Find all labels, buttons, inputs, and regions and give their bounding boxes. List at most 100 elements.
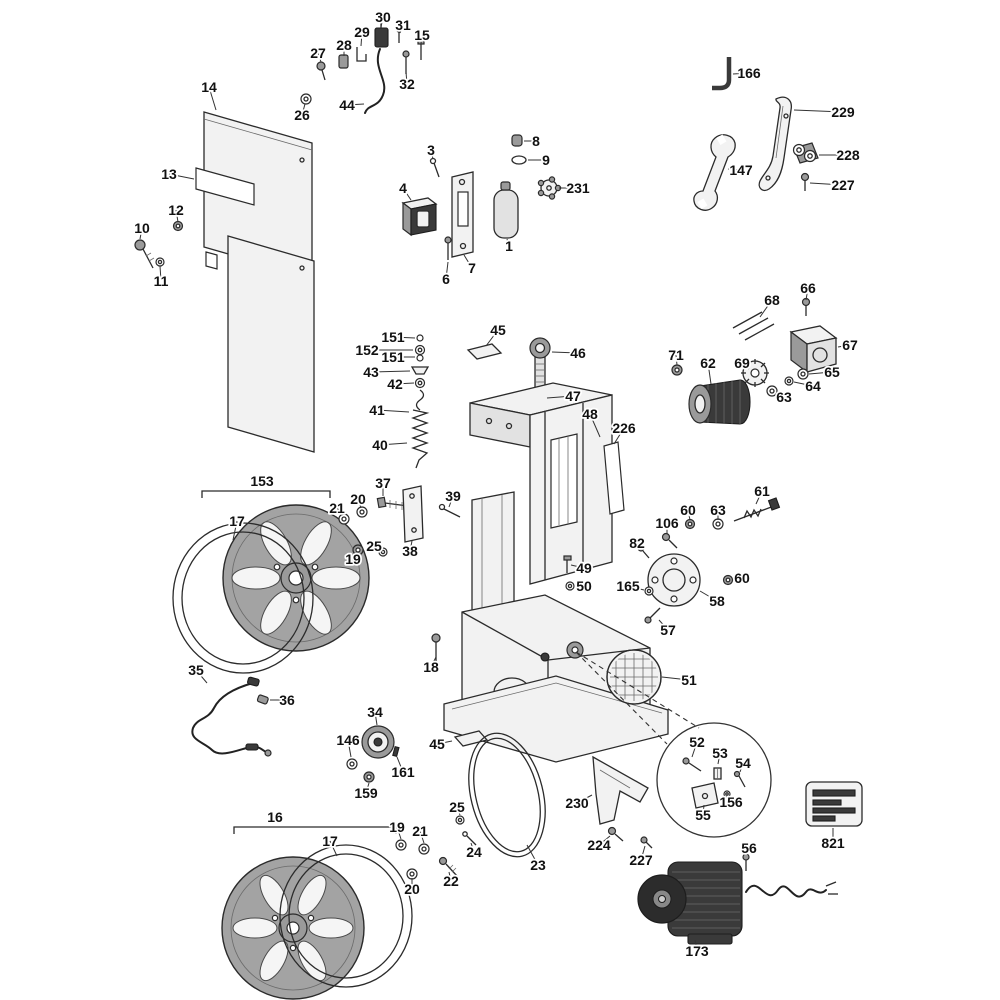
leader-line-29 [360, 31, 363, 47]
part-label-228: 228 [836, 147, 860, 163]
leader-line-52 [691, 741, 698, 758]
leader-line-51 [661, 676, 690, 681]
part-label-151: 151 [381, 329, 405, 345]
part-label-17: 17 [322, 833, 338, 849]
plate-45-lower [453, 730, 489, 747]
spring-40 [411, 409, 430, 469]
part-label-41: 41 [369, 402, 385, 418]
part-label-47: 47 [565, 388, 581, 404]
leader-line-25 [456, 806, 461, 816]
leader-line-30 [380, 16, 384, 28]
leader-line-55 [702, 804, 705, 816]
lower-wheel [221, 856, 365, 1000]
bolt-46 [529, 337, 551, 392]
part-label-21: 21 [329, 500, 345, 516]
part-label-29: 29 [354, 24, 370, 40]
part-label-7: 7 [468, 260, 476, 276]
tire-17-lower [279, 844, 413, 988]
leader-line-39 [448, 495, 454, 508]
leader-line-224 [598, 835, 611, 846]
leader-line-32 [405, 71, 408, 85]
part-label-31: 31 [395, 17, 411, 33]
bracket-228 [792, 142, 819, 164]
part-label-38: 38 [402, 543, 418, 559]
leader-line-227 [809, 182, 844, 186]
part-label-66: 66 [800, 280, 816, 296]
clip-43 [410, 366, 430, 375]
washer-65 [797, 368, 809, 380]
leader-line-43 [370, 370, 411, 373]
part-label-40: 40 [372, 437, 388, 453]
leader-line-7 [463, 254, 473, 269]
knob-231 [537, 176, 562, 200]
part-label-27: 27 [310, 45, 326, 61]
part-label-9: 9 [542, 152, 550, 168]
bolt-22 [438, 856, 458, 877]
leader-line-24 [470, 842, 475, 853]
door-panel-14 [203, 111, 315, 453]
leader-line-165 [627, 585, 645, 591]
leader-line-57 [658, 619, 669, 631]
leader-line-21 [336, 507, 344, 516]
part-label-71: 71 [668, 347, 684, 363]
leader-line-151 [392, 336, 416, 339]
part-label-62: 62 [700, 355, 716, 371]
part-label-3: 3 [427, 142, 435, 158]
screw-27 [316, 61, 326, 81]
part-label-161: 161 [391, 764, 415, 780]
leader-line-66 [805, 287, 809, 301]
leader-line-156 [726, 795, 732, 803]
leader-line-13 [168, 173, 195, 180]
leader-line-61 [755, 490, 763, 505]
leader-line-3 [430, 149, 434, 160]
part-label-227: 227 [629, 852, 653, 868]
bracket-line-153 [201, 490, 331, 498]
part-label-20: 20 [404, 881, 420, 897]
oring-9 [511, 155, 527, 165]
bracket-55 [691, 782, 719, 809]
washer-165 [644, 586, 654, 596]
leader-line-58 [699, 590, 718, 602]
part-label-153: 153 [250, 473, 274, 489]
leader-line-21 [419, 830, 425, 844]
leader-line-20 [357, 498, 362, 509]
cover-box-67 [789, 325, 838, 374]
leader-line-60 [732, 577, 743, 581]
leader-line-25 [373, 545, 382, 551]
part-label-35: 35 [188, 662, 204, 678]
part-label-156: 156 [719, 794, 743, 810]
leader-line-26 [301, 103, 306, 116]
rotor-62 [688, 379, 751, 425]
part-label-6: 6 [442, 271, 450, 287]
part-label-10: 10 [134, 220, 150, 236]
door-slot-13 [195, 167, 255, 206]
upper-wheel [222, 504, 370, 652]
washer-156 [723, 790, 731, 798]
part-label-8: 8 [532, 133, 540, 149]
leader-line-63 [776, 391, 785, 398]
part-label-60: 60 [680, 502, 696, 518]
part-label-44: 44 [339, 97, 355, 113]
bracket-230 [592, 755, 649, 825]
fan-guard-51 [606, 649, 662, 705]
screw-6 [444, 236, 452, 260]
bracket-line-16 [233, 826, 397, 834]
part-label-39: 39 [445, 488, 461, 504]
part-label-23: 23 [530, 857, 546, 873]
leader-line-22 [448, 871, 452, 882]
part-label-50: 50 [576, 578, 592, 594]
screw-66 [801, 297, 811, 316]
part-label-22: 22 [443, 873, 459, 889]
part-label-42: 42 [387, 376, 403, 392]
leader-line-64 [793, 381, 814, 387]
guard-plate-226 [603, 441, 625, 515]
washer-50 [565, 581, 575, 591]
flange-58 [647, 553, 701, 607]
leader-line-31 [399, 24, 404, 34]
switch-plate-7 [451, 171, 474, 258]
part-label-56: 56 [741, 840, 757, 856]
part-label-53: 53 [712, 745, 728, 761]
washer-42 [414, 377, 426, 389]
part-label-51: 51 [681, 672, 697, 688]
pulley-34 [361, 725, 395, 759]
